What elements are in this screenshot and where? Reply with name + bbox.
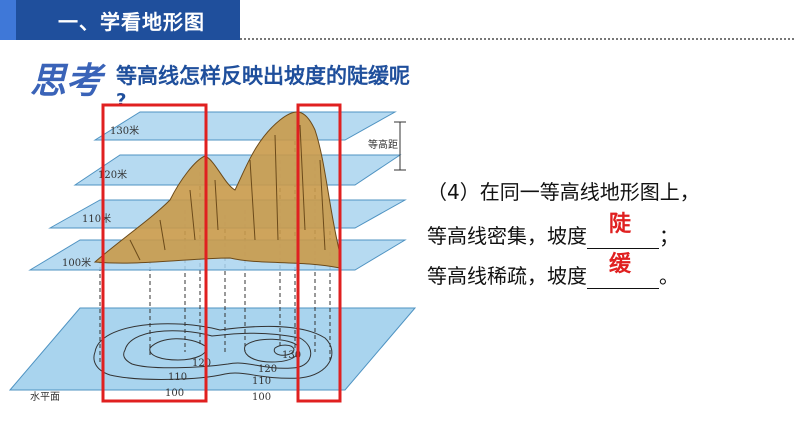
label-110: 110米 <box>82 212 111 225</box>
steep-answer: 陡 <box>608 212 631 237</box>
section-header: 一、学看地形图 <box>0 0 240 40</box>
highlight-steep-slope <box>296 103 342 403</box>
contour-diagram: 130米 120米 110米 100米 等高距 水平面 120 110 100 … <box>8 103 417 403</box>
question-text: 等高线怎样反映出坡度的陡缓呢 <box>116 64 410 88</box>
label-130: 130米 <box>110 124 139 137</box>
line2-prefix: 等高线密集，坡度 <box>427 224 587 248</box>
contour-label: 120 <box>258 364 277 375</box>
contour-label: 120 <box>192 358 211 369</box>
contour-label: 100 <box>252 392 271 403</box>
base-label: 水平面 <box>30 391 60 403</box>
highlight-gentle-slope <box>101 103 208 403</box>
header-divider <box>240 38 794 40</box>
thinking-label: 思考 <box>30 60 103 102</box>
contour-label: 110 <box>252 376 271 387</box>
base-plane <box>8 307 417 391</box>
question-mark: ? <box>116 90 127 111</box>
line2-suffix: ； <box>659 224 679 248</box>
contour-label: 110 <box>168 372 187 383</box>
header-accent <box>0 0 16 40</box>
gentle-answer: 缓 <box>608 252 631 277</box>
interval-label: 等高距 <box>368 138 398 151</box>
mountain-texture <box>129 124 326 261</box>
steep-blank: 陡 <box>587 212 659 249</box>
answer-line-1: （4）在同一等高线地形图上， <box>427 180 700 204</box>
answer-line-2: 等高线密集，坡度陡 ； <box>427 212 679 249</box>
contour-label: 100 <box>165 388 184 399</box>
label-120: 120米 <box>98 168 127 181</box>
mountain-shape <box>93 111 342 269</box>
line3-suffix: 。 <box>659 264 679 288</box>
line3-prefix: 等高线稀疏，坡度 <box>427 264 587 288</box>
gentle-blank: 缓 <box>587 252 659 289</box>
answer-line-3: 等高线稀疏，坡度缓 。 <box>427 252 679 289</box>
plane-130 <box>93 111 397 141</box>
label-100: 100米 <box>62 256 91 269</box>
contour-label: 130 <box>282 350 301 361</box>
section-title: 一、学看地形图 <box>58 10 205 34</box>
